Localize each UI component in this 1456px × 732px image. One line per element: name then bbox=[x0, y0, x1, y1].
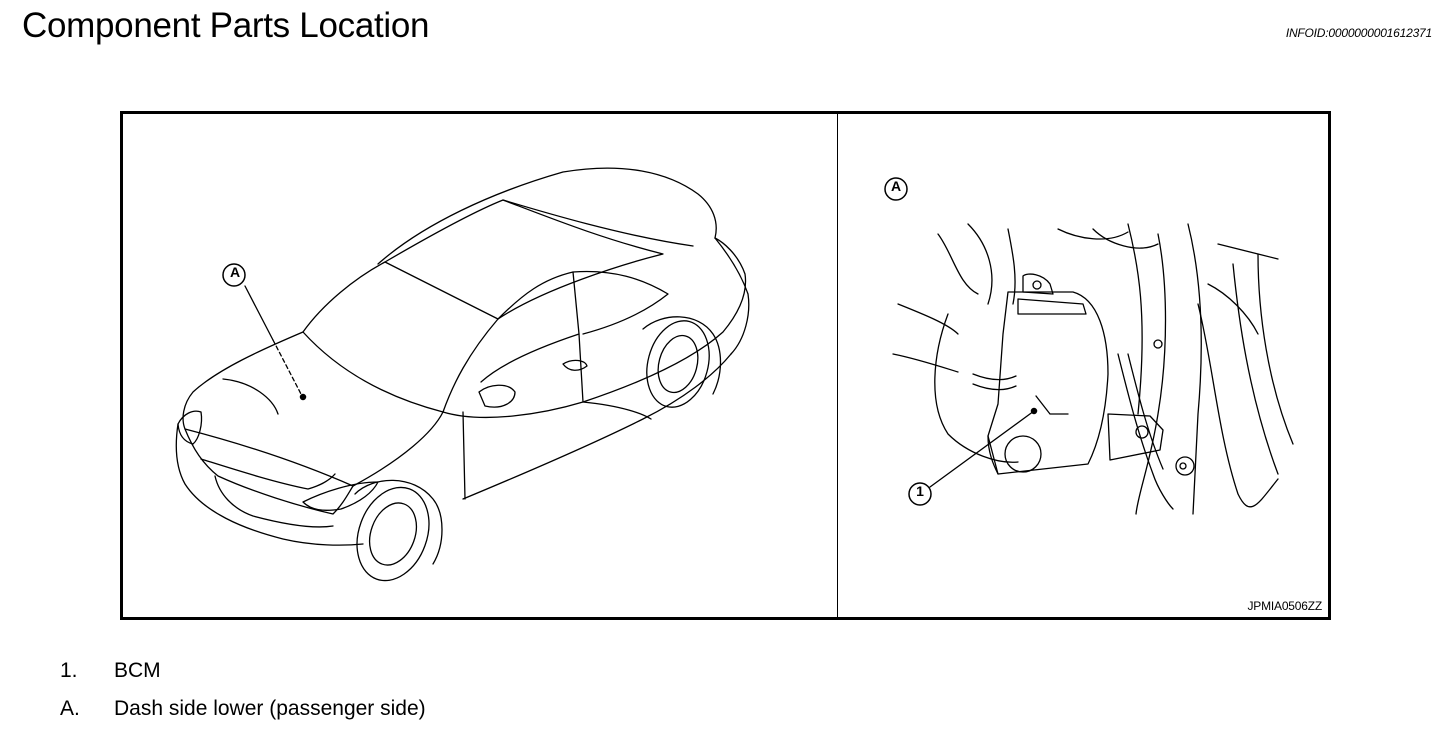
callout-a-circle bbox=[222, 263, 246, 287]
legend: 1. BCM A. Dash side lower (passenger sid… bbox=[60, 652, 426, 728]
legend-key: 1. bbox=[60, 659, 78, 682]
windshield bbox=[302, 261, 499, 413]
callout-1-leader bbox=[929, 410, 1035, 488]
front-wheel bbox=[356, 486, 430, 582]
side-mirror bbox=[478, 384, 516, 408]
hood bbox=[182, 331, 444, 487]
figure-code: JPMIA0506ZZ bbox=[1247, 599, 1323, 613]
detail-callout-a-label: A bbox=[890, 178, 902, 194]
info-id: INFOID:0000000001612371 bbox=[1285, 26, 1432, 40]
front-grille bbox=[184, 428, 354, 515]
legend-key: A. bbox=[60, 697, 80, 720]
component-figure: A bbox=[120, 111, 1331, 620]
panel-divider bbox=[837, 114, 838, 617]
bcm-detail-drawing bbox=[884, 177, 1294, 515]
car-drawing bbox=[175, 167, 750, 582]
legend-item: 1. BCM bbox=[60, 652, 426, 690]
bcm-module bbox=[987, 291, 1109, 475]
callout-1-circle bbox=[908, 482, 932, 506]
callout-1-label: 1 bbox=[916, 483, 924, 499]
headlight-left bbox=[177, 410, 203, 445]
car-illustration-panel: A bbox=[123, 114, 837, 617]
roof-outline bbox=[377, 167, 717, 265]
callout-a-leader bbox=[244, 285, 274, 341]
callout-a-label: A bbox=[229, 264, 241, 280]
rear-wheel bbox=[646, 320, 710, 408]
legend-text: BCM bbox=[114, 659, 161, 682]
legend-text: Dash side lower (passenger side) bbox=[114, 697, 426, 720]
page-title: Component Parts Location bbox=[22, 6, 430, 45]
detail-panel: A 1 bbox=[838, 114, 1328, 617]
body-side bbox=[442, 237, 747, 419]
detail-callout-a-circle bbox=[884, 177, 908, 201]
headlight-right bbox=[302, 481, 379, 511]
legend-item: A. Dash side lower (passenger side) bbox=[60, 690, 426, 728]
